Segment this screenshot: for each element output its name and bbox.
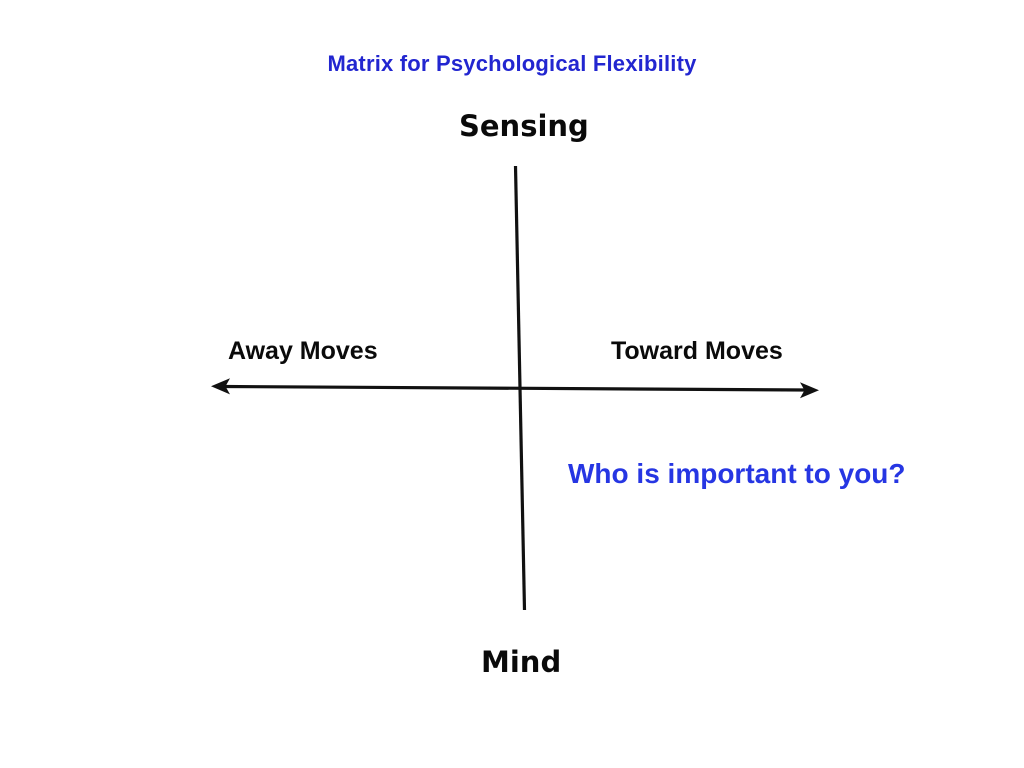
annotation-question: Who is important to you? [568, 458, 906, 489]
right-arrowhead-icon [800, 382, 819, 399]
page-title: Matrix for Psychological Flexibility [327, 51, 697, 76]
left-arrowhead-icon [211, 378, 230, 395]
vertical-axis-top-label: Sensing [459, 109, 589, 143]
vertical-axis-bottom-label: Mind [481, 645, 562, 679]
horizontal-axis-line [223, 384, 807, 392]
horizontal-axis-left-label: Away Moves [228, 337, 378, 365]
horizontal-axis-right-label: Toward Moves [611, 337, 783, 365]
